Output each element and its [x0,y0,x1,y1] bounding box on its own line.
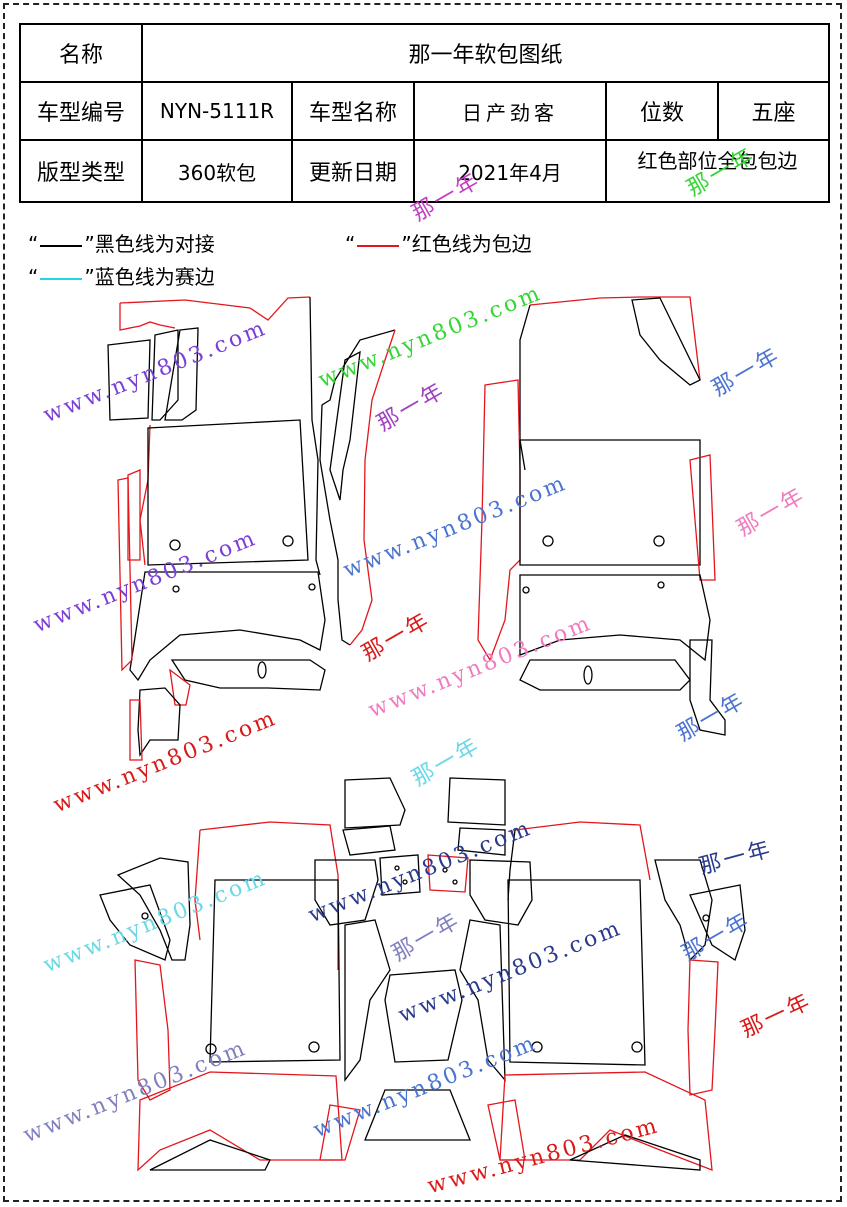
legend-black-text: ”黑色线为对接 [84,232,215,256]
model-code: NYN-5111R [141,81,293,141]
model-name-label: 车型名称 [291,81,415,141]
legend-quote: “ [28,232,39,256]
legend-red: “ ”红色线为包边 [345,232,532,256]
page-border [3,3,842,1202]
type-value: 360软包 [141,139,293,203]
seats-value: 五座 [717,81,830,141]
cyan-line-swatch [40,277,83,280]
name-label: 名称 [19,23,143,83]
legend-quote: “ [345,232,356,256]
table-row: 名称 那一年软包图纸 [19,23,830,83]
note-value: 红色部位全包包边 [605,139,830,203]
red-line-swatch [357,244,400,247]
rear-right-mat [499,821,746,1171]
legend-cyan: “ ”蓝色线为赛边 [28,265,215,289]
legend-black: “ ”黑色线为对接 [28,232,215,256]
date-label: 更新日期 [291,139,415,203]
legend-cyan-text: ”蓝色线为赛边 [84,265,215,289]
front-left-mat [107,296,326,761]
seats-label: 位数 [605,81,719,141]
model-name: 日产劲客 [413,81,607,141]
front-right-mat [477,296,726,736]
rear-center-parts [314,777,533,1161]
table-row: 车型编号 NYN-5111R 车型名称 日产劲客 位数 五座 [19,81,830,141]
date-value: 2021年4月 [413,139,607,203]
model-code-label: 车型编号 [19,81,143,141]
type-label: 版型类型 [19,139,143,203]
table-row: 版型类型 360软包 更新日期 2021年4月 红色部位全包包边 [19,139,830,203]
info-table: 名称 那一年软包图纸 车型编号 NYN-5111R 车型名称 日产劲客 位数 五… [19,23,830,203]
drawing-title: 那一年软包图纸 [141,23,830,83]
legend-red-text: ”红色线为包边 [401,232,532,256]
center-tunnel-strip [319,329,396,646]
legend-quote: “ [28,265,39,289]
black-line-swatch [40,244,83,247]
rear-left-mat [99,821,343,1172]
